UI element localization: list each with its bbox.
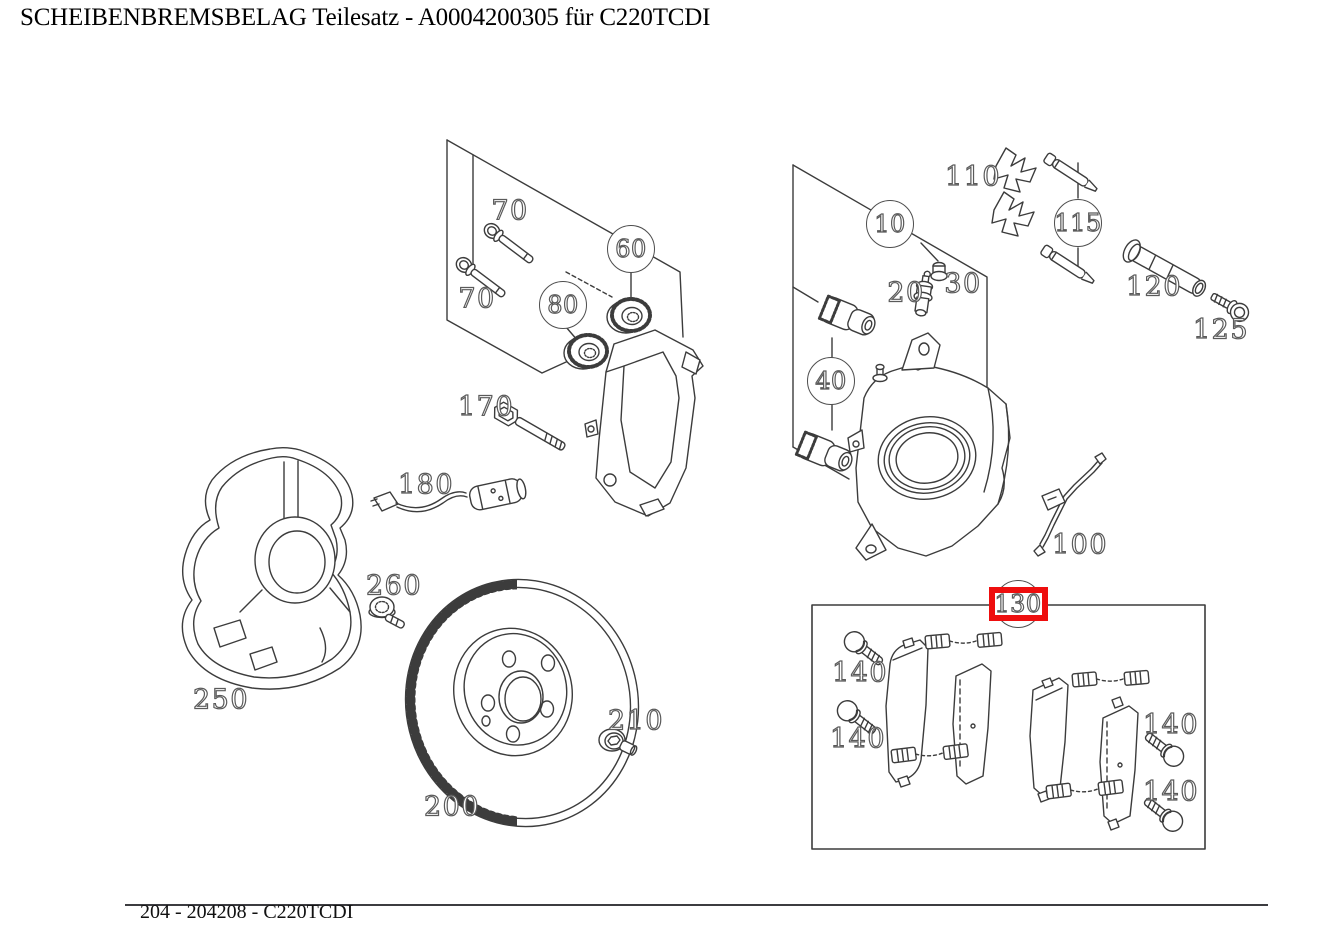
callout-60[interactable]: 60: [607, 225, 655, 273]
brake-disc-200-drawing: [404, 578, 640, 828]
callout-120[interactable]: 120: [1125, 271, 1183, 303]
bushing-60-drawing: [605, 297, 652, 335]
callout-40[interactable]: 40: [807, 357, 855, 405]
guide-bolt-70a-drawing: [480, 219, 537, 268]
callout-250[interactable]: 250: [192, 684, 250, 716]
callout-260[interactable]: 260: [365, 570, 423, 602]
footer-rule: [125, 904, 1268, 906]
footer-text: 204 - 204208 - C220TCDI: [140, 901, 354, 923]
spring-110b-drawing: [991, 191, 1035, 237]
callout-125[interactable]: 125: [1192, 314, 1250, 346]
cap-30-drawing: [930, 261, 948, 282]
guide-lines: [446, 139, 1079, 480]
retaining-spring-100-drawing: [1033, 452, 1107, 557]
callout-140[interactable]: 140: [829, 723, 887, 755]
caliper-housing-drawing: [847, 332, 1011, 561]
screw-210-drawing: [598, 728, 638, 756]
page-title: SCHEIBENBREMSBELAG Teilesatz - A00042003…: [20, 4, 711, 31]
caliper-bracket-drawing: [584, 329, 704, 517]
guide-tube-120-drawing: [1122, 239, 1207, 297]
bolt-125-drawing: [1210, 292, 1250, 323]
callout-100[interactable]: 100: [1051, 529, 1109, 561]
callout-200[interactable]: 200: [423, 791, 481, 823]
bushing-80-drawing: [562, 333, 609, 371]
callout-30[interactable]: 30: [944, 268, 982, 300]
callout-80[interactable]: 80: [539, 281, 587, 329]
highlight-box: 130: [988, 587, 1048, 621]
callout-180[interactable]: 180: [397, 469, 455, 501]
callout-10[interactable]: 10: [866, 200, 914, 248]
bleeder-valve-20-drawing: [913, 270, 934, 317]
guide-sleeve-40b-drawing: [794, 429, 858, 478]
callout-140[interactable]: 140: [1142, 709, 1200, 741]
callout-70[interactable]: 70: [491, 195, 529, 227]
wear-sensor-180-drawing: [370, 478, 527, 513]
splash-shield-250-drawing: [181, 447, 362, 690]
callout-140[interactable]: 140: [831, 657, 889, 689]
bolt-260-drawing: [368, 596, 405, 629]
callout-70[interactable]: 70: [458, 283, 496, 315]
callout-130-highlighted[interactable]: 130: [988, 580, 1048, 628]
guide-sleeve-40a-drawing: [817, 293, 881, 342]
callout-20[interactable]: 20: [887, 277, 925, 309]
callout-210[interactable]: 210: [607, 705, 665, 737]
pin-115a-drawing: [1042, 151, 1101, 195]
callout-110[interactable]: 110: [944, 161, 1002, 193]
callout-115[interactable]: 115: [1054, 199, 1102, 247]
bolt-170-drawing: [493, 401, 566, 451]
callout-140[interactable]: 140: [1142, 776, 1200, 808]
pad-kit-contents: [832, 627, 1189, 836]
callout-170[interactable]: 170: [457, 391, 515, 423]
pin-115b-drawing: [1039, 243, 1098, 287]
